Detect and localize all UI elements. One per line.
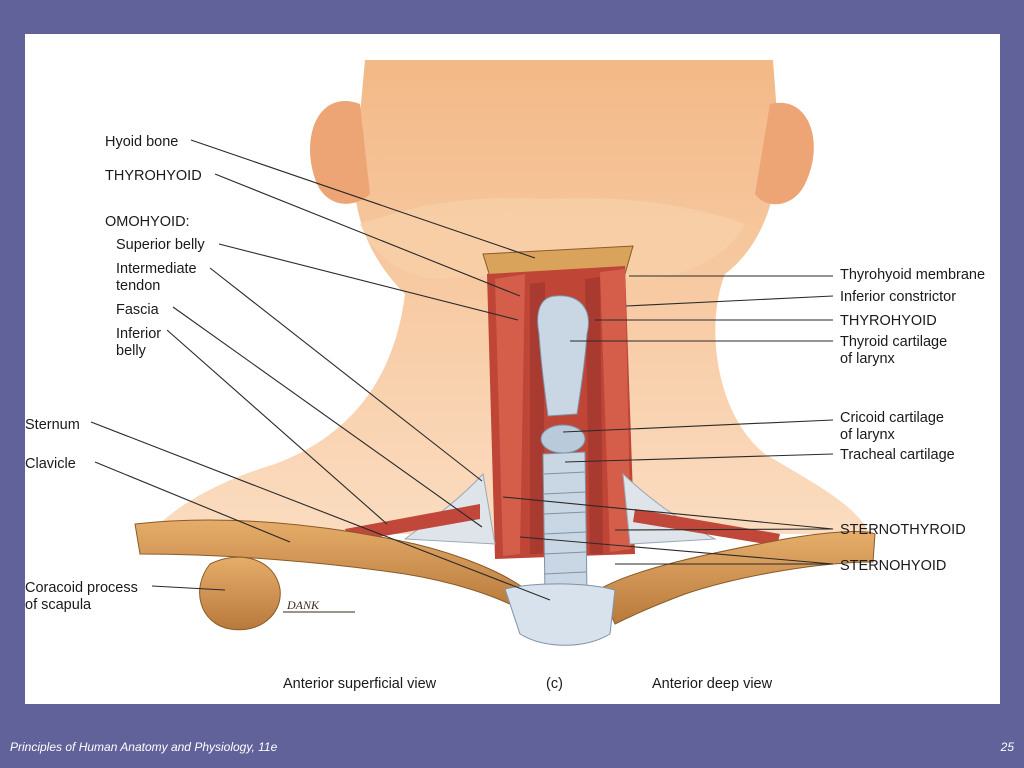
left-ear-shape bbox=[310, 101, 370, 204]
right-label-group: Thyrohyoid membrane Inferior constrictor… bbox=[840, 267, 985, 574]
label-thyroid-cartilage-line1: Thyroid cartilage bbox=[840, 334, 947, 350]
leader-lines bbox=[90, 139, 834, 601]
right-omohyoid-shape bbox=[633, 509, 780, 546]
left-omohyoid-shape bbox=[345, 504, 480, 542]
label-intermediate-tendon-line2: tendon bbox=[116, 278, 160, 294]
artist-signature: DANK bbox=[286, 598, 320, 612]
label-inferior-belly-line1: Inferior bbox=[116, 326, 161, 342]
footer-page-number: 25 bbox=[1000, 740, 1014, 754]
caption-superficial-view: Anterior superficial view bbox=[283, 676, 437, 692]
label-thyrohyoid-right: THYROHYOID bbox=[840, 313, 937, 329]
label-thyrohyoid-membrane: Thyrohyoid membrane bbox=[840, 267, 985, 283]
left-label-group: Hyoid bone THYROHYOID OMOHYOID: Superior… bbox=[25, 134, 205, 613]
label-hyoid-bone: Hyoid bone bbox=[105, 134, 178, 150]
label-intermediate-tendon-line1: Intermediate bbox=[116, 261, 197, 277]
label-sternohyoid: STERNOHYOID bbox=[840, 558, 946, 574]
label-clavicle: Clavicle bbox=[25, 456, 76, 472]
label-thyrohyoid-left: THYROHYOID bbox=[105, 168, 202, 184]
label-tracheal-cartilage: Tracheal cartilage bbox=[840, 447, 955, 463]
label-cricoid-cartilage-line1: Cricoid cartilage bbox=[840, 410, 944, 426]
coracoid-process-shape bbox=[199, 556, 281, 631]
caption-deep-view: Anterior deep view bbox=[652, 676, 773, 692]
label-coracoid-line2: of scapula bbox=[25, 597, 92, 613]
label-omohyoid: OMOHYOID: bbox=[105, 214, 190, 230]
clavicle-sternum-shape bbox=[134, 519, 876, 646]
label-inferior-constrictor: Inferior constrictor bbox=[840, 289, 956, 305]
label-sternothyroid: STERNOTHYROID bbox=[840, 522, 966, 538]
label-fascia: Fascia bbox=[116, 302, 160, 318]
neck-anatomy-illustration: DANK Hyoid bone THYROH bbox=[25, 60, 985, 692]
label-inferior-belly-line2: belly bbox=[116, 343, 147, 359]
caption-group: Anterior superficial view (c) Anterior d… bbox=[283, 676, 773, 692]
label-sternum: Sternum bbox=[25, 417, 80, 433]
label-thyroid-cartilage-line2: of larynx bbox=[840, 351, 896, 367]
label-superior-belly: Superior belly bbox=[116, 237, 205, 253]
slide-canvas: DANK Hyoid bone THYROH bbox=[25, 34, 1000, 704]
right-ear-shape bbox=[755, 102, 814, 205]
footer-book-title: Principles of Human Anatomy and Physiolo… bbox=[10, 740, 278, 754]
larynx-trachea-shape bbox=[537, 295, 589, 597]
label-coracoid-line1: Coracoid process bbox=[25, 580, 138, 596]
caption-panel-letter: (c) bbox=[546, 676, 563, 692]
label-cricoid-cartilage-line2: of larynx bbox=[840, 427, 896, 443]
